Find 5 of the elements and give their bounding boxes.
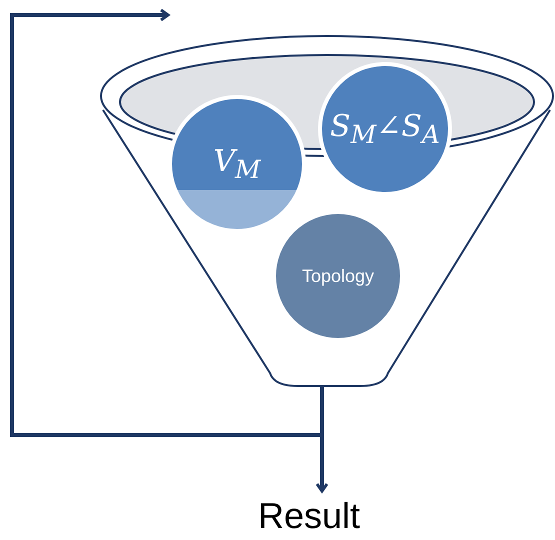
math-symbol: V$_{M}$ — [213, 144, 261, 184]
result-label: Result — [258, 495, 360, 537]
node-label: Topology — [302, 266, 374, 286]
feedback-arrow — [10, 8, 324, 437]
math-symbol: S$_{M}$∠S$_{A}$ — [330, 109, 440, 149]
